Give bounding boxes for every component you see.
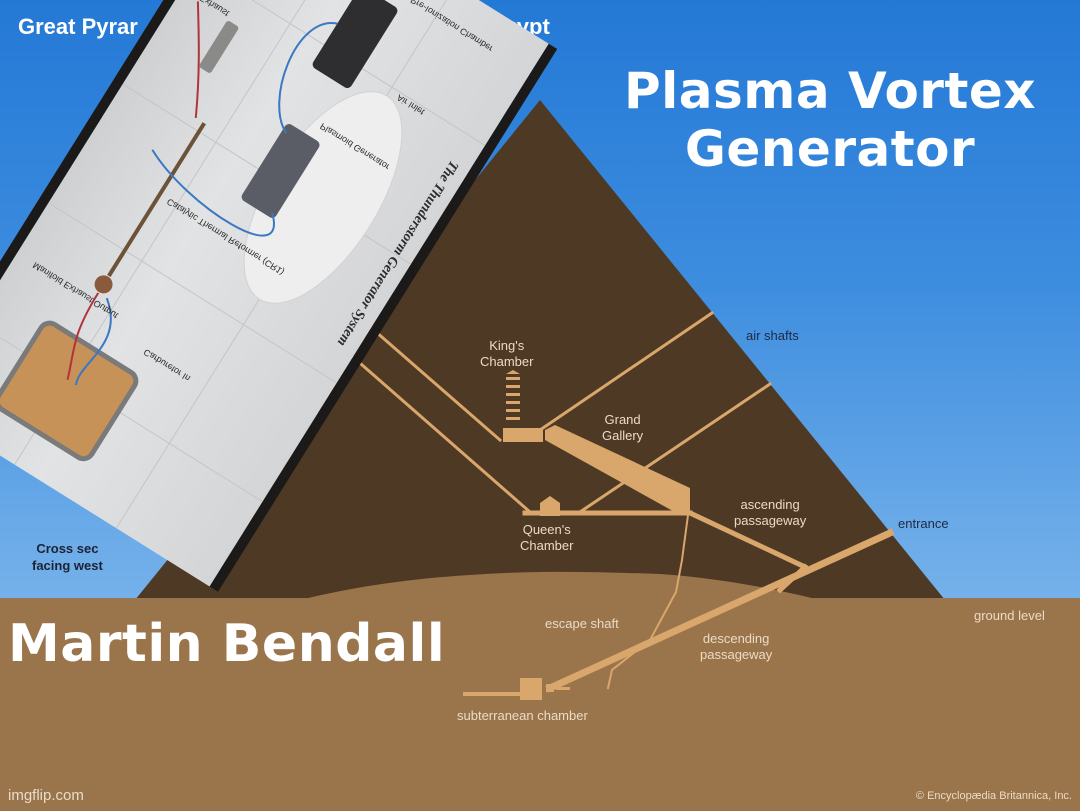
label-grand-gallery: Grand Gallery bbox=[602, 412, 643, 444]
air-shaft-north-kings bbox=[357, 315, 503, 443]
air-shaft-south-queens bbox=[577, 381, 773, 515]
bedrock-mound bbox=[300, 571, 820, 600]
plasmoid-generator-device bbox=[241, 124, 320, 218]
label-ascending-line2: passageway bbox=[734, 513, 807, 528]
bottom-caption: Martin Bendall bbox=[8, 614, 446, 674]
label-descending-line2: passageway bbox=[700, 647, 773, 662]
escape-shaft-path bbox=[606, 513, 690, 690]
pyramid-body bbox=[135, 100, 945, 600]
label-queens-chamber: Queen's Chamber bbox=[520, 522, 573, 554]
label-air-shafts: air shafts bbox=[746, 328, 799, 343]
label-ascending-passageway: ascending passageway bbox=[734, 497, 806, 529]
red-flow-line-2 bbox=[66, 292, 100, 381]
imgflip-watermark: imgflip.com bbox=[8, 787, 84, 804]
label-queens-chamber-line1: Queen's bbox=[522, 522, 571, 537]
pre-ionization-chamber-device bbox=[312, 0, 398, 88]
label-descending-line1: descending bbox=[702, 631, 770, 646]
label-subterranean-chamber: subterranean chamber bbox=[457, 708, 588, 723]
label-kings-chamber: King's Chamber bbox=[480, 338, 533, 370]
kings-chamber-shape bbox=[503, 370, 543, 442]
cross-section-line1: Cross sec bbox=[36, 541, 99, 556]
label-entrance: entrance bbox=[898, 516, 949, 531]
label-ascending-line1: ascending bbox=[740, 497, 800, 512]
air-shaft-north-queens bbox=[342, 347, 533, 515]
blue-flow-line-3 bbox=[75, 297, 112, 386]
thunderstorm-generator-photo: Pre-Ionization Chamber Air Inlet Exhaust… bbox=[0, 0, 558, 592]
exhaust-filter-device bbox=[199, 21, 239, 73]
blue-flow-line-1 bbox=[278, 22, 338, 134]
descending-passage bbox=[545, 528, 895, 693]
reformer-valve bbox=[94, 275, 113, 294]
top-caption: Plasma Vortex Generator bbox=[600, 62, 1060, 178]
ascending-passage bbox=[684, 508, 809, 571]
generator-device bbox=[0, 320, 139, 462]
subterranean-chamber-shape bbox=[520, 678, 570, 700]
top-caption-line1: Plasma Vortex bbox=[623, 62, 1037, 120]
britannica-credit: © Encyclopædia Britannica, Inc. bbox=[915, 790, 1072, 802]
label-descending-passageway: descending passageway bbox=[700, 631, 772, 663]
reformer-rod bbox=[107, 122, 206, 277]
cross-section-line2: facing west bbox=[32, 558, 103, 573]
label-kings-chamber-line2: Chamber bbox=[480, 354, 534, 369]
connector bbox=[776, 563, 809, 594]
diagram-title-left: Great Pyrar bbox=[18, 14, 138, 39]
label-escape-shaft: escape shaft bbox=[545, 616, 619, 631]
ground bbox=[0, 598, 1080, 811]
blue-flow-line-2 bbox=[151, 149, 275, 237]
label-queens-chamber-line2: Chamber bbox=[520, 538, 574, 553]
label-ground-level: ground level bbox=[974, 608, 1045, 623]
label-grand-gallery-line1: Grand bbox=[604, 412, 641, 427]
grand-gallery bbox=[545, 425, 690, 515]
air-shaft-south-kings bbox=[537, 310, 715, 433]
label-grand-gallery-line2: Gallery bbox=[602, 428, 644, 443]
photo-illustration bbox=[0, 0, 486, 529]
label-kings-chamber-line1: King's bbox=[489, 338, 525, 353]
top-caption-line2: Generator bbox=[684, 120, 976, 178]
red-flow-line-1 bbox=[194, 1, 200, 119]
queens-chamber-shape bbox=[540, 496, 560, 516]
cross-section-note: Cross sec facing west bbox=[32, 540, 103, 574]
